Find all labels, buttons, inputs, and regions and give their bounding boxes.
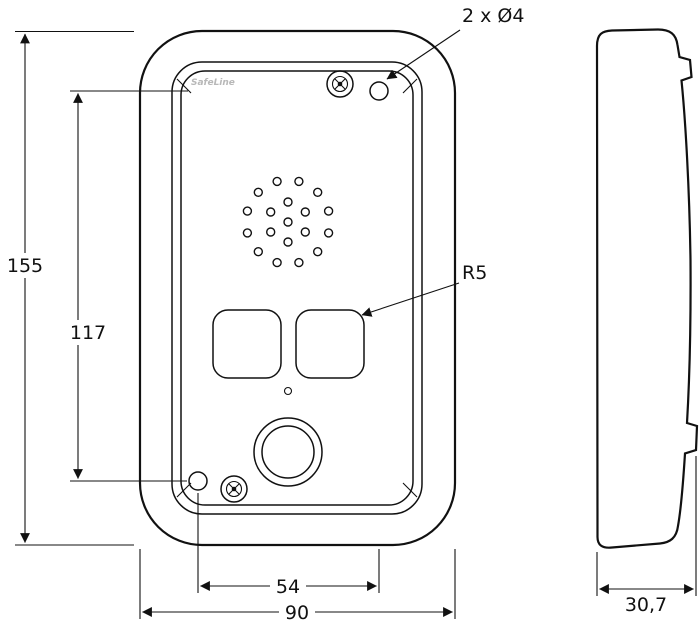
- call-button-outer: [253, 417, 323, 487]
- dim-label-hole-spacing-vertical: 117: [70, 322, 106, 344]
- indicator-dot: [283, 386, 293, 396]
- call-button-inner: [261, 425, 315, 479]
- dimension-hole-spacing-vertical: 117: [66, 90, 188, 482]
- dim-label-hole-spacing-horizontal: 54: [276, 576, 300, 598]
- dimension-hole-spacing-horizontal: 54: [197, 493, 380, 598]
- dim-label-depth: 30,7: [625, 594, 667, 616]
- callout-mounting-holes: 2 x Ø4: [386, 5, 524, 80]
- button-left: [212, 309, 282, 379]
- outer-case-outline: [138, 29, 457, 547]
- dimension-depth: 30,7: [596, 456, 697, 616]
- panel-face-outline: [180, 70, 414, 506]
- side-profile-outline: [595, 28, 699, 549]
- panel-bezel-outline: [171, 61, 423, 515]
- callout-label-corner-radius: R5: [462, 262, 487, 284]
- mounting-hole-bottom-left: [188, 471, 208, 491]
- mounting-hole-top-right: [369, 81, 389, 101]
- bezel-corner-chamfers: [176, 78, 418, 498]
- dim-label-overall-width: 90: [285, 602, 309, 624]
- screw-top-right-icon: [326, 70, 354, 98]
- side-view: [595, 28, 699, 549]
- dim-label-overall-height: 155: [7, 255, 43, 277]
- speaker-grille-icon: [242, 176, 334, 268]
- callout-label-mounting-holes: 2 x Ø4: [462, 5, 524, 27]
- dimension-overall-width: 90: [139, 549, 456, 624]
- screw-bottom-left-icon: [220, 475, 248, 503]
- button-right: [295, 309, 365, 379]
- front-view: SafeLine: [138, 29, 457, 547]
- brand-label: SafeLine: [191, 78, 235, 88]
- callout-corner-radius: R5: [361, 262, 487, 317]
- dimension-overall-height: 155: [5, 30, 134, 546]
